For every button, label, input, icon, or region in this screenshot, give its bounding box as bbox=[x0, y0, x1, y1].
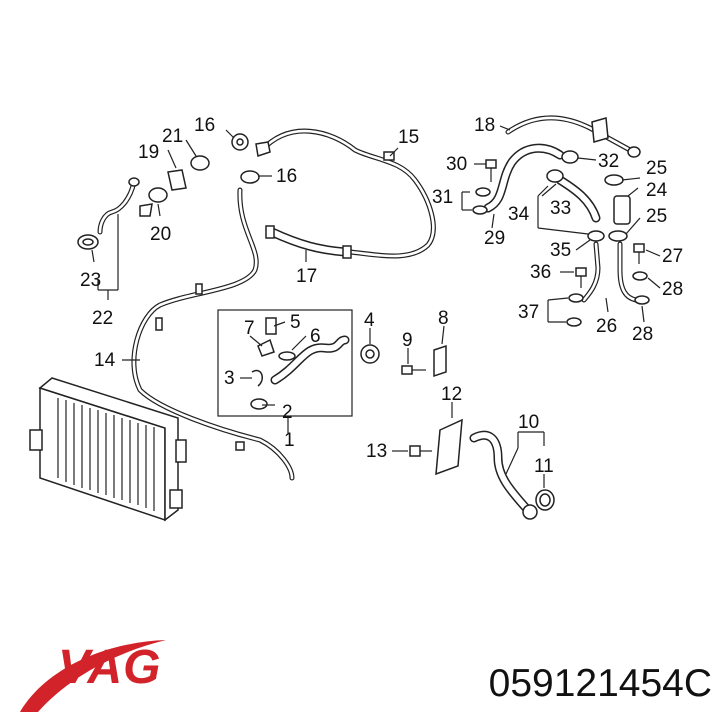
bracket-8 bbox=[433, 344, 447, 378]
callout-34: 34 bbox=[508, 204, 530, 225]
filter-24 bbox=[613, 195, 631, 225]
part-22-pipe bbox=[97, 177, 153, 235]
pipe-18 bbox=[505, 115, 641, 158]
callout-19: 19 bbox=[138, 142, 159, 163]
callout-35: 35 bbox=[550, 240, 571, 261]
washers-28 bbox=[632, 271, 650, 305]
cap-25-bottom bbox=[608, 230, 628, 242]
clamp-16-lower bbox=[240, 170, 260, 184]
callout-3: 3 bbox=[224, 368, 235, 389]
callout-7: 7 bbox=[244, 318, 255, 339]
callout-23: 23 bbox=[80, 270, 101, 291]
hose-33 bbox=[555, 175, 601, 223]
bolt-36 bbox=[575, 267, 587, 288]
seal-23 bbox=[77, 234, 99, 250]
callout-17: 17 bbox=[296, 266, 317, 287]
callout-31: 31 bbox=[432, 187, 453, 208]
hose-10 bbox=[469, 430, 538, 520]
callout-2: 2 bbox=[282, 402, 293, 423]
vag-logo-swoosh bbox=[20, 640, 166, 712]
bolt-30 bbox=[485, 159, 497, 182]
callout-13: 13 bbox=[366, 441, 387, 462]
hose-29 bbox=[483, 143, 565, 213]
bolt-27 bbox=[633, 243, 645, 264]
cap-25-top bbox=[604, 174, 624, 186]
callout-5: 5 bbox=[290, 312, 301, 333]
callout-8: 8 bbox=[438, 308, 449, 329]
callout-1: 1 bbox=[284, 430, 295, 451]
part-21 bbox=[190, 155, 210, 171]
callout-28-bottom: 28 bbox=[632, 324, 653, 345]
callout-25-bottom: 25 bbox=[646, 206, 667, 227]
callout-36: 36 bbox=[530, 262, 551, 283]
hose-14 bbox=[131, 187, 295, 481]
part-19 bbox=[167, 169, 187, 191]
washers-37 bbox=[566, 293, 584, 327]
clamp-35 bbox=[587, 230, 605, 242]
callout-12: 12 bbox=[441, 384, 462, 405]
vag-logo-text: VAG bbox=[58, 641, 162, 694]
washers-31 bbox=[472, 187, 491, 215]
callout-9: 9 bbox=[402, 330, 413, 351]
callout-33: 33 bbox=[550, 198, 571, 219]
hose-15 bbox=[259, 128, 436, 259]
callout-21: 21 bbox=[162, 126, 183, 147]
callout-26: 26 bbox=[596, 316, 617, 337]
hose-17 bbox=[265, 225, 352, 259]
callout-15: 15 bbox=[398, 127, 419, 148]
callout-22: 22 bbox=[92, 308, 113, 329]
callout-24: 24 bbox=[646, 180, 668, 201]
callout-16-top: 16 bbox=[194, 115, 215, 136]
part-number: 059121454C bbox=[488, 662, 712, 705]
callout-32: 32 bbox=[598, 151, 619, 172]
callout-11: 11 bbox=[534, 456, 554, 477]
callout-4: 4 bbox=[364, 310, 375, 331]
callout-16-lower: 16 bbox=[276, 166, 297, 187]
seal-11 bbox=[535, 489, 555, 511]
callout-20: 20 bbox=[150, 224, 171, 245]
bracket-12 bbox=[435, 418, 463, 476]
callout-14: 14 bbox=[94, 350, 116, 371]
callout-27: 27 bbox=[662, 246, 683, 267]
leader-lines bbox=[91, 125, 661, 488]
box-group-1 bbox=[217, 309, 353, 417]
callout-29: 29 bbox=[484, 228, 505, 249]
radiator bbox=[29, 377, 187, 522]
clamp-4 bbox=[360, 344, 380, 364]
callout-28-top: 28 bbox=[662, 279, 683, 300]
clamp-34-top bbox=[546, 169, 564, 183]
callout-25-top: 25 bbox=[646, 158, 667, 179]
clamp-32 bbox=[561, 150, 579, 164]
callout-6: 6 bbox=[310, 326, 321, 347]
callout-10: 10 bbox=[518, 412, 539, 433]
callout-labels: 1 2 3 4 5 6 7 8 9 10 11 12 13 14 15 16 1… bbox=[80, 115, 683, 477]
bolt-9 bbox=[401, 365, 426, 375]
callout-37: 37 bbox=[518, 302, 539, 323]
callout-18: 18 bbox=[474, 115, 495, 136]
bolt-13 bbox=[409, 445, 432, 457]
part-20 bbox=[148, 187, 168, 203]
callout-30: 30 bbox=[446, 154, 467, 175]
clamp-16-top bbox=[231, 133, 271, 157]
pipe-26 bbox=[581, 241, 639, 303]
